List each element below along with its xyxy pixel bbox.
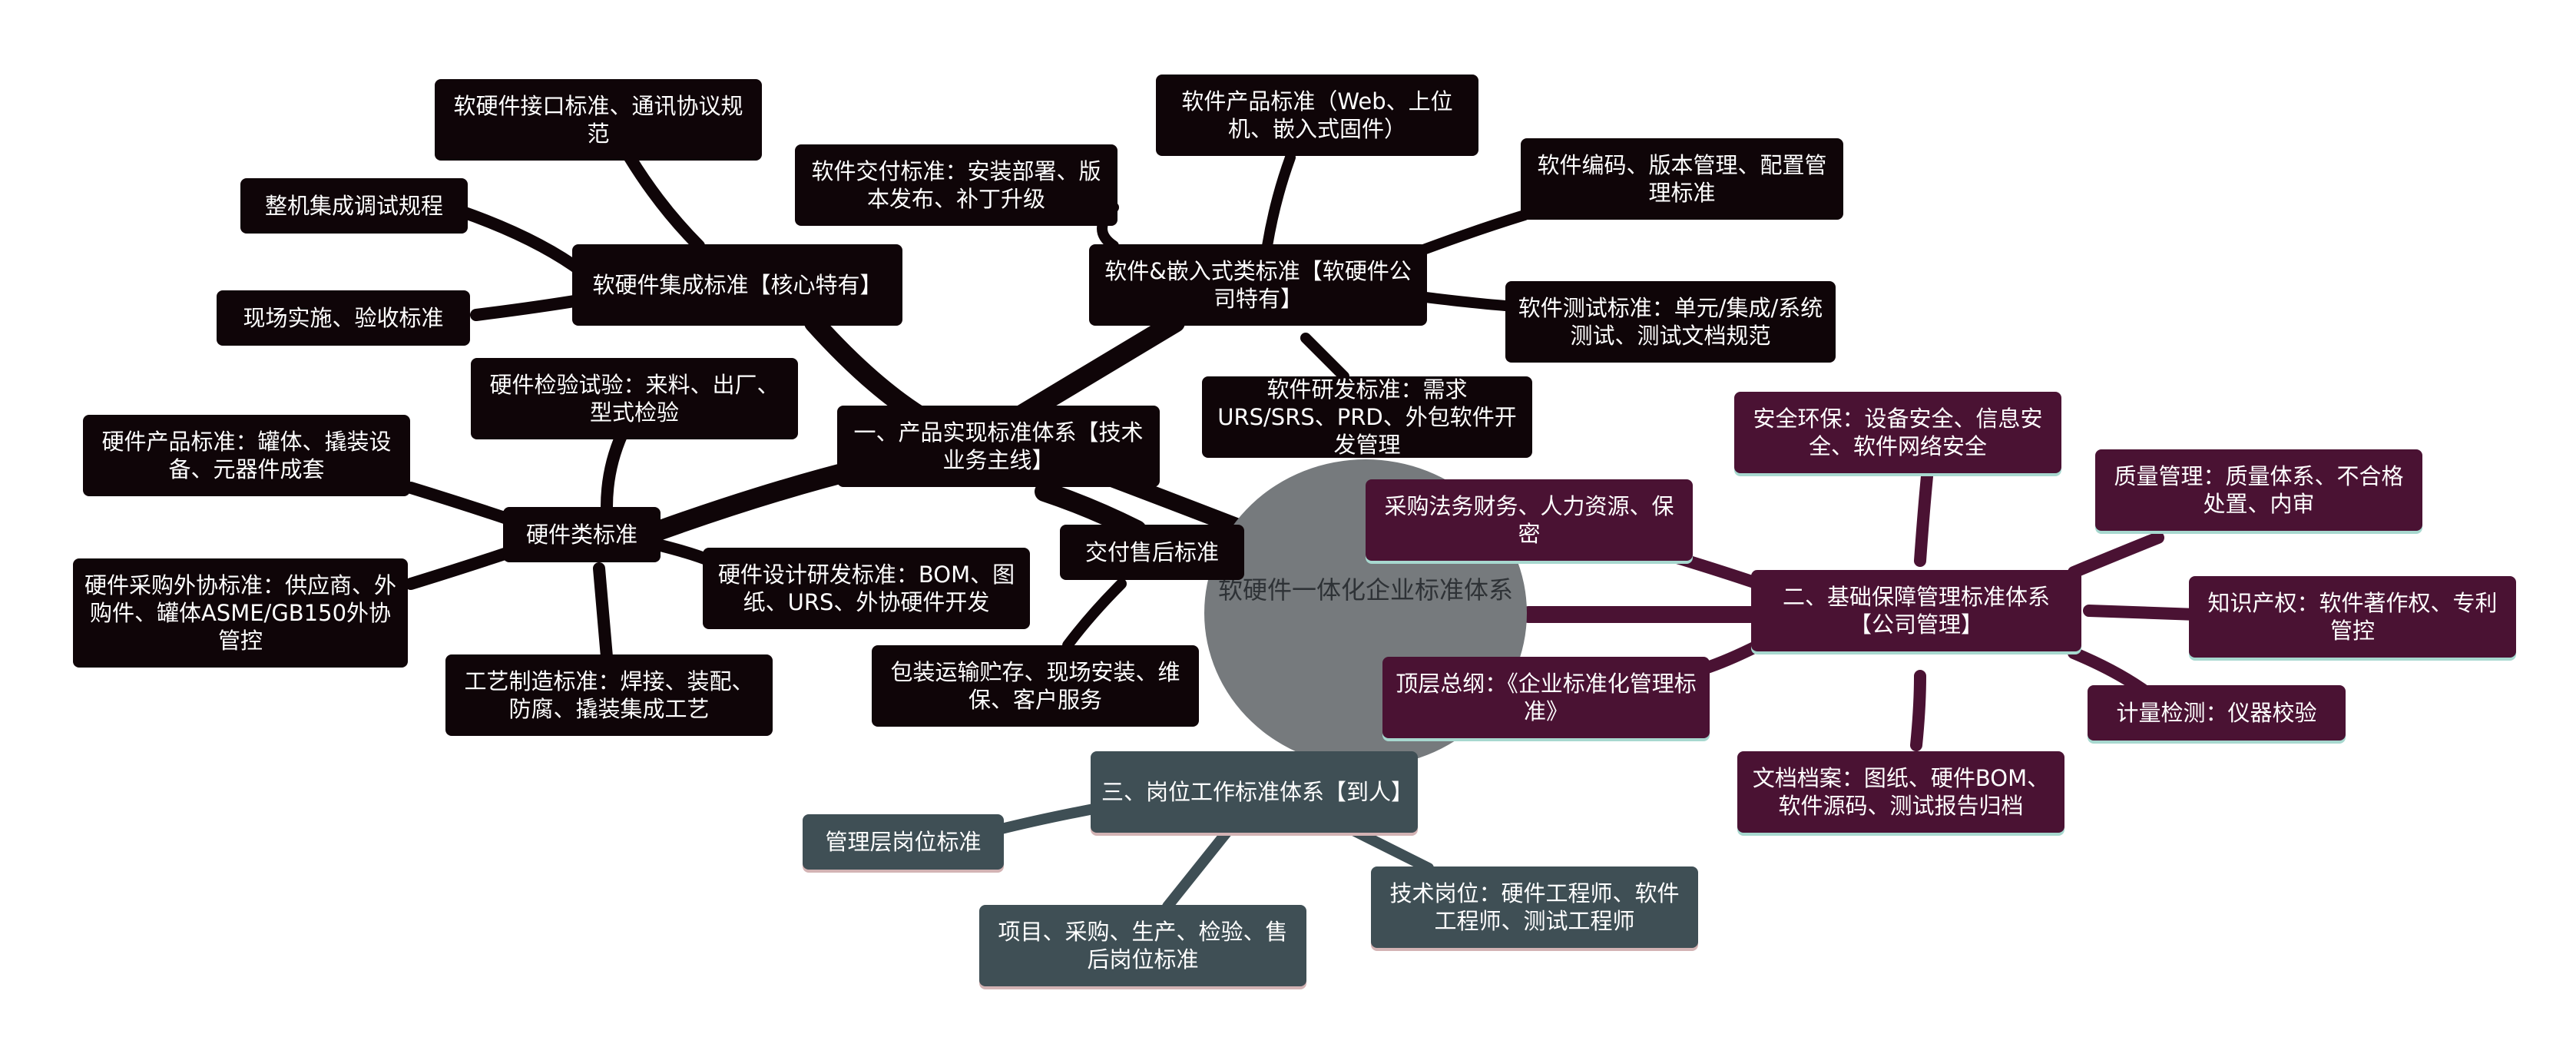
- leaf-management-posts[interactable]: 管理层岗位标准: [803, 814, 1004, 870]
- leaf-packaging-service[interactable]: 包装运输贮存、现场安装、维保、客户服务: [872, 645, 1199, 727]
- software-standards-node[interactable]: 软件&嵌入式类标准【软硬件公司特有】: [1089, 244, 1427, 326]
- leaf-hardware-inspection[interactable]: 硬件检验试验：来料、出厂、型式检验: [471, 358, 798, 439]
- leaf-ip[interactable]: 知识产权：软件著作权、专利管控: [2189, 576, 2516, 658]
- edge-branch1-hardware: [651, 459, 870, 540]
- branch3-node[interactable]: 三、岗位工作标准体系【到人】: [1091, 751, 1418, 833]
- leaf-software-coding[interactable]: 软件编码、版本管理、配置管理标准: [1521, 138, 1843, 220]
- branch1-node[interactable]: 一、产品实现标准体系【技术业务主线】: [837, 406, 1160, 487]
- leaf-metrology[interactable]: 计量检测：仪器校验: [2088, 685, 2346, 741]
- leaf-documents[interactable]: 文档档案：图纸、硬件BOM、软件源码、测试报告归档: [1737, 751, 2064, 833]
- leaf-process-manufacturing[interactable]: 工艺制造标准：焊接、装配、防腐、撬装集成工艺: [445, 654, 773, 736]
- leaf-software-delivery[interactable]: 软件交付标准：安装部署、版本发布、补丁升级: [795, 144, 1117, 226]
- branch2-node[interactable]: 二、基础保障管理标准体系【公司管理】: [1751, 570, 2081, 651]
- leaf-quality[interactable]: 质量管理：质量体系、不合格处置、内审: [2095, 449, 2422, 531]
- leaf-integration-debug[interactable]: 整机集成调试规程: [240, 178, 468, 234]
- leaf-hardware-procurement[interactable]: 硬件采购外协标准：供应商、外购件、罐体ASME/GB150外协管控: [73, 558, 408, 668]
- leaf-hardware-product[interactable]: 硬件产品标准：罐体、撬装设备、元器件成套: [83, 415, 410, 496]
- leaf-interface-standards[interactable]: 软硬件接口标准、通讯协议规范: [435, 79, 762, 161]
- integration-standards-node[interactable]: 软硬件集成标准【核心特有】: [572, 244, 902, 326]
- leaf-software-product[interactable]: 软件产品标准（Web、上位机、嵌入式固件）: [1156, 75, 1478, 156]
- edge-branch1-software: [1012, 313, 1185, 425]
- hardware-standards-node[interactable]: 硬件类标准: [503, 507, 661, 562]
- leaf-software-testing[interactable]: 软件测试标准：单元/集成/系统测试、测试文档规范: [1505, 281, 1836, 363]
- leaf-software-rd[interactable]: 软件研发标准：需求URS/SRS、PRD、外包软件开发管理: [1202, 376, 1532, 458]
- leaf-safety-env[interactable]: 安全环保：设备安全、信息安全、软件网络安全: [1734, 392, 2061, 473]
- leaf-procurement-legal[interactable]: 采购法务财务、人力资源、保密: [1366, 479, 1693, 561]
- leaf-top-level[interactable]: 顶层总纲：《企业标准化管理标准》: [1382, 657, 1710, 738]
- aftersales-standards-node[interactable]: 交付售后标准: [1060, 525, 1244, 580]
- leaf-site-acceptance[interactable]: 现场实施、验收标准: [217, 290, 470, 346]
- leaf-technical-posts[interactable]: 技术岗位：硬件工程师、软件工程师、测试工程师: [1371, 866, 1698, 948]
- leaf-hardware-design[interactable]: 硬件设计研发标准：BOM、图纸、URS、外协硬件开发: [703, 548, 1030, 629]
- leaf-operation-posts[interactable]: 项目、采购、生产、检验、售后岗位标准: [979, 905, 1306, 986]
- root-label: 软硬件一体化企业标准体系: [1217, 575, 1513, 605]
